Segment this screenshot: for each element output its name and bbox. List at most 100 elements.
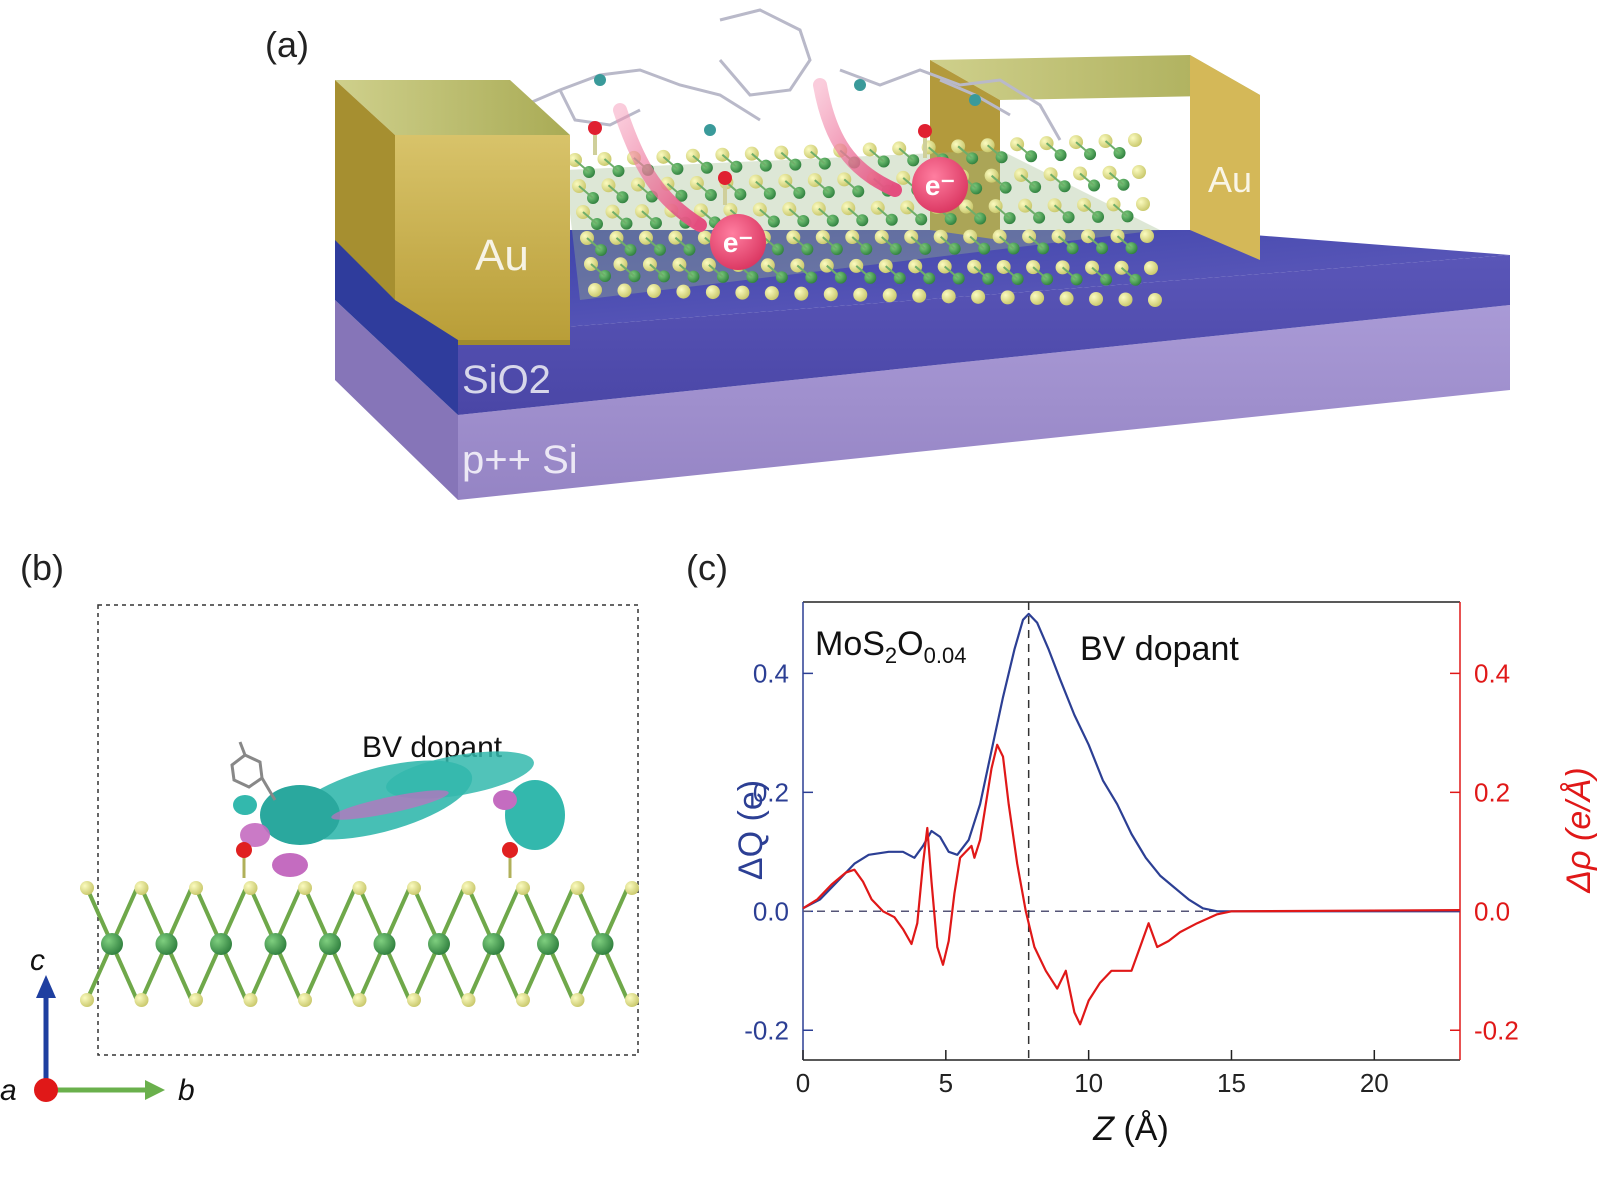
bond bbox=[898, 147, 914, 162]
bond bbox=[1104, 140, 1121, 154]
bond bbox=[1112, 203, 1129, 218]
s-atom bbox=[407, 993, 421, 1007]
x-tick-label: 20 bbox=[1360, 1068, 1389, 1098]
si-substrate bbox=[335, 300, 1510, 500]
bond bbox=[973, 265, 989, 280]
bond bbox=[751, 152, 767, 167]
bond bbox=[944, 265, 960, 280]
y-left-tick-label: 0.4 bbox=[753, 658, 789, 688]
bond bbox=[1120, 267, 1137, 281]
s-atom bbox=[971, 289, 986, 304]
bond bbox=[666, 183, 683, 197]
x-tick-label: 0 bbox=[796, 1068, 810, 1098]
s-atom bbox=[625, 881, 639, 895]
bond bbox=[965, 205, 981, 220]
bond bbox=[755, 180, 771, 195]
mo-atom bbox=[591, 933, 614, 955]
bond bbox=[1075, 141, 1091, 155]
y-left-axis-title: ΔQ (e) bbox=[732, 780, 770, 880]
mo-atom bbox=[537, 933, 559, 955]
s-atom bbox=[189, 993, 203, 1007]
bond bbox=[1032, 266, 1048, 280]
s-atom bbox=[1030, 290, 1045, 305]
s-atom bbox=[298, 881, 312, 895]
bond bbox=[986, 144, 1003, 159]
y-left-tick-label: 0.2 bbox=[753, 777, 789, 807]
bond bbox=[586, 237, 602, 251]
s-atom bbox=[134, 881, 149, 895]
bond bbox=[1045, 142, 1062, 156]
bond bbox=[881, 236, 897, 250]
bond bbox=[582, 211, 598, 225]
o-attachments bbox=[236, 842, 518, 878]
bond bbox=[914, 265, 930, 280]
bond bbox=[990, 174, 1007, 189]
s-atom bbox=[134, 993, 149, 1007]
bond bbox=[796, 264, 812, 279]
s-atom bbox=[243, 993, 258, 1007]
bond bbox=[940, 235, 956, 250]
transfer-arrow-left bbox=[613, 103, 707, 232]
bond bbox=[994, 205, 1011, 219]
bond bbox=[611, 210, 628, 225]
bond bbox=[700, 209, 716, 224]
s-atom bbox=[823, 287, 838, 302]
bond bbox=[810, 150, 826, 165]
bond bbox=[1028, 235, 1044, 250]
bond bbox=[708, 264, 724, 278]
bond bbox=[637, 183, 653, 198]
y-left-tick-label: -0.2 bbox=[744, 1015, 789, 1045]
bond bbox=[818, 207, 834, 222]
s-atom bbox=[1132, 165, 1146, 179]
bond bbox=[855, 265, 871, 279]
bond bbox=[885, 265, 901, 279]
s-atom bbox=[298, 993, 312, 1007]
bond bbox=[1049, 173, 1066, 187]
bond bbox=[822, 236, 838, 250]
s-atom bbox=[1140, 229, 1154, 243]
bond bbox=[662, 156, 679, 170]
bond bbox=[678, 263, 695, 278]
au-electrode-left: Au bbox=[335, 80, 570, 345]
s-atom bbox=[882, 288, 897, 303]
s-atom bbox=[1136, 197, 1150, 211]
bond bbox=[603, 158, 620, 172]
bond bbox=[957, 145, 973, 160]
s-atom bbox=[764, 286, 779, 301]
s-atom bbox=[705, 285, 720, 300]
bond bbox=[1057, 235, 1074, 250]
s-atom bbox=[1059, 291, 1074, 306]
bond bbox=[696, 182, 712, 196]
s-atom bbox=[617, 283, 632, 298]
axis-c-label: c bbox=[30, 944, 45, 977]
mos2-side-view bbox=[80, 881, 639, 1007]
s-atom bbox=[570, 881, 585, 895]
s-atom bbox=[516, 881, 530, 895]
bond bbox=[1053, 204, 1070, 219]
axis-b-label: b bbox=[178, 1074, 195, 1107]
bond bbox=[851, 236, 867, 250]
series-delta-q-line bbox=[802, 612, 1460, 913]
s-atom bbox=[189, 881, 203, 895]
mos2-sheet bbox=[565, 133, 1162, 307]
s-atom bbox=[461, 881, 476, 895]
bond bbox=[1024, 204, 1040, 219]
s-atom bbox=[1000, 290, 1015, 305]
si-label: p++ Si bbox=[462, 438, 578, 482]
oxygen-atoms bbox=[588, 121, 932, 205]
s-atom bbox=[676, 284, 691, 299]
bond bbox=[780, 151, 796, 166]
y-right-tick-label: -0.2 bbox=[1474, 1015, 1519, 1045]
s-atom bbox=[80, 993, 94, 1007]
electron-label: e⁻ bbox=[925, 170, 955, 201]
bond bbox=[578, 185, 594, 199]
s-atom bbox=[461, 993, 476, 1007]
panel-b-label: (b) bbox=[20, 547, 64, 588]
bond bbox=[1087, 235, 1103, 249]
y-right-tick-label: 0.2 bbox=[1474, 777, 1510, 807]
bond bbox=[763, 236, 779, 251]
au-left-label: Au bbox=[475, 231, 529, 280]
panel-c-label: (c) bbox=[686, 547, 728, 588]
s-atom bbox=[794, 286, 809, 301]
